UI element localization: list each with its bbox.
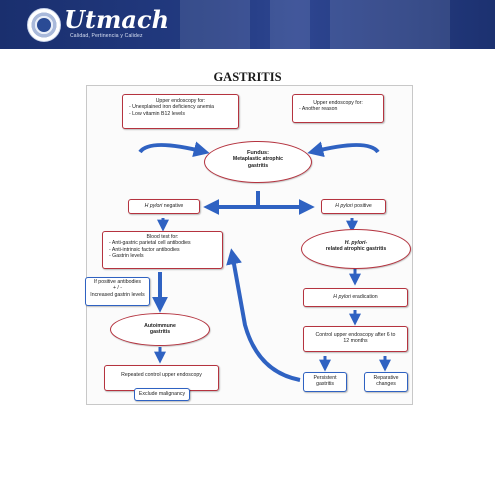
node-hp-negative: H pylori negative bbox=[128, 199, 200, 214]
node-label: Exclude malignancy bbox=[138, 391, 186, 397]
node-label: negative bbox=[162, 203, 184, 209]
node-line: If positive antibodies bbox=[93, 279, 141, 285]
node-label: eradication bbox=[350, 294, 378, 300]
node-label-italic: H pylori bbox=[333, 294, 351, 300]
node-control-endoscopy: Control upper endoscopy after 6 to 12 mo… bbox=[303, 326, 408, 352]
banner-building-silhouette bbox=[270, 0, 310, 49]
banner-building-silhouette bbox=[330, 0, 450, 49]
node-hp-positive: H pylori positive bbox=[321, 199, 386, 214]
node-item: - Low vitamin B12 levels bbox=[129, 110, 185, 117]
node-subtitle: Metaplastic atrophic gastritis bbox=[232, 156, 284, 169]
node-repeated-control-endoscopy: Repeated control upper endoscopy bbox=[104, 365, 219, 391]
node-endoscopy-other-reason: Upper endoscopy for: - Another reason bbox=[292, 94, 384, 123]
node-hp-eradication: H pylori eradication bbox=[303, 288, 408, 307]
node-label: Control upper endoscopy after 6 to 12 mo… bbox=[315, 332, 396, 345]
node-label: Repeated control upper endoscopy bbox=[121, 372, 202, 378]
node-label: Reparative changes bbox=[373, 375, 399, 388]
node-title: Blood test for: bbox=[146, 234, 179, 240]
node-hp-related-gastritis: H. pylori- related atrophic gastritis bbox=[301, 229, 411, 269]
node-label: Autoimmune gastritis bbox=[144, 323, 176, 336]
brand-tagline: Calidad, Pertinencia y Calidez bbox=[70, 33, 143, 39]
node-fundus-ellipse: Fundus: Metaplastic atrophic gastritis bbox=[204, 141, 312, 183]
node-item: - Another reason bbox=[299, 106, 338, 113]
node-label: positive bbox=[352, 203, 372, 209]
node-label-italic: H pylori bbox=[144, 203, 163, 209]
node-exclude-malignancy: Exclude malignancy bbox=[134, 388, 190, 401]
node-title-italic: H. pylori- bbox=[344, 240, 368, 246]
banner-building-silhouette bbox=[180, 0, 250, 49]
node-persistent-gastritis: Persistent gastritis bbox=[303, 372, 347, 392]
university-seal-icon bbox=[27, 8, 61, 42]
node-reparative-changes: Reparative changes bbox=[364, 372, 408, 392]
node-positive-antibodies: If positive antibodies + / - Increased g… bbox=[85, 277, 150, 306]
node-line: + / - bbox=[112, 285, 123, 292]
node-item: - Gastrin levels bbox=[109, 253, 144, 260]
node-endoscopy-iron-deficiency: Upper endoscopy for: - Unexplained iron … bbox=[122, 94, 239, 129]
node-title: Fundus: bbox=[246, 150, 270, 156]
node-label-italic: H pylori bbox=[335, 203, 353, 209]
node-title: Upper endoscopy for: bbox=[313, 100, 363, 106]
node-autoimmune-gastritis: Autoimmune gastritis bbox=[110, 313, 210, 346]
node-item: - Unexplained iron deficiency anemia bbox=[129, 104, 215, 111]
node-title: related atrophic gastritis bbox=[325, 246, 387, 253]
node-item: - Anti-intrinsic factor antibodies bbox=[109, 246, 180, 253]
node-title: Upper endoscopy for: bbox=[155, 98, 206, 104]
node-blood-test: Blood test for: - Anti-gastric parietal … bbox=[102, 231, 223, 269]
node-label: Persistent gastritis bbox=[313, 375, 337, 388]
node-item: - Anti-gastric parietal cell antibodies bbox=[109, 240, 191, 247]
slide-title: GASTRITIS bbox=[213, 70, 282, 84]
header-banner: Utmach Calidad, Pertinencia y Calidez bbox=[0, 0, 495, 49]
brand-name: Utmach bbox=[64, 5, 170, 34]
node-line: Increased gastrin levels bbox=[90, 291, 145, 298]
